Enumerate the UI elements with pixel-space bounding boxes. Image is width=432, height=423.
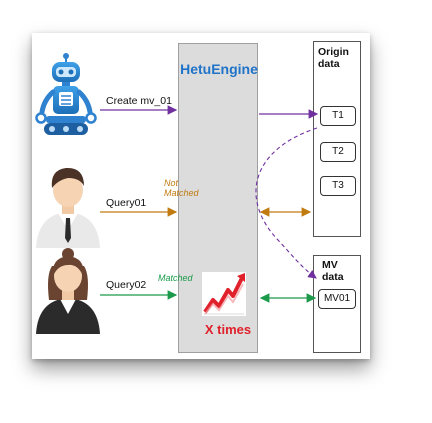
user-female-icon [36,248,100,334]
query01-label: Query01 [106,197,147,209]
robot-icon [35,53,97,135]
speedup-label: X times [204,322,252,337]
table-t3: T3 [320,176,356,196]
create-mv-label: Create mv_01 [106,95,172,107]
origin-data-box [313,41,361,237]
query02-label: Query02 [106,279,147,291]
hetuengine-title: HetuEngine [180,61,258,77]
table-t2: T2 [320,142,356,162]
table-t1: T1 [320,106,356,126]
matched-label: Matched [158,273,193,283]
table-mv01: MV01 [318,289,356,309]
user-male-icon [36,167,100,248]
speedup-chart-icon [202,272,246,316]
materialize-dashed-arrow [255,127,318,279]
